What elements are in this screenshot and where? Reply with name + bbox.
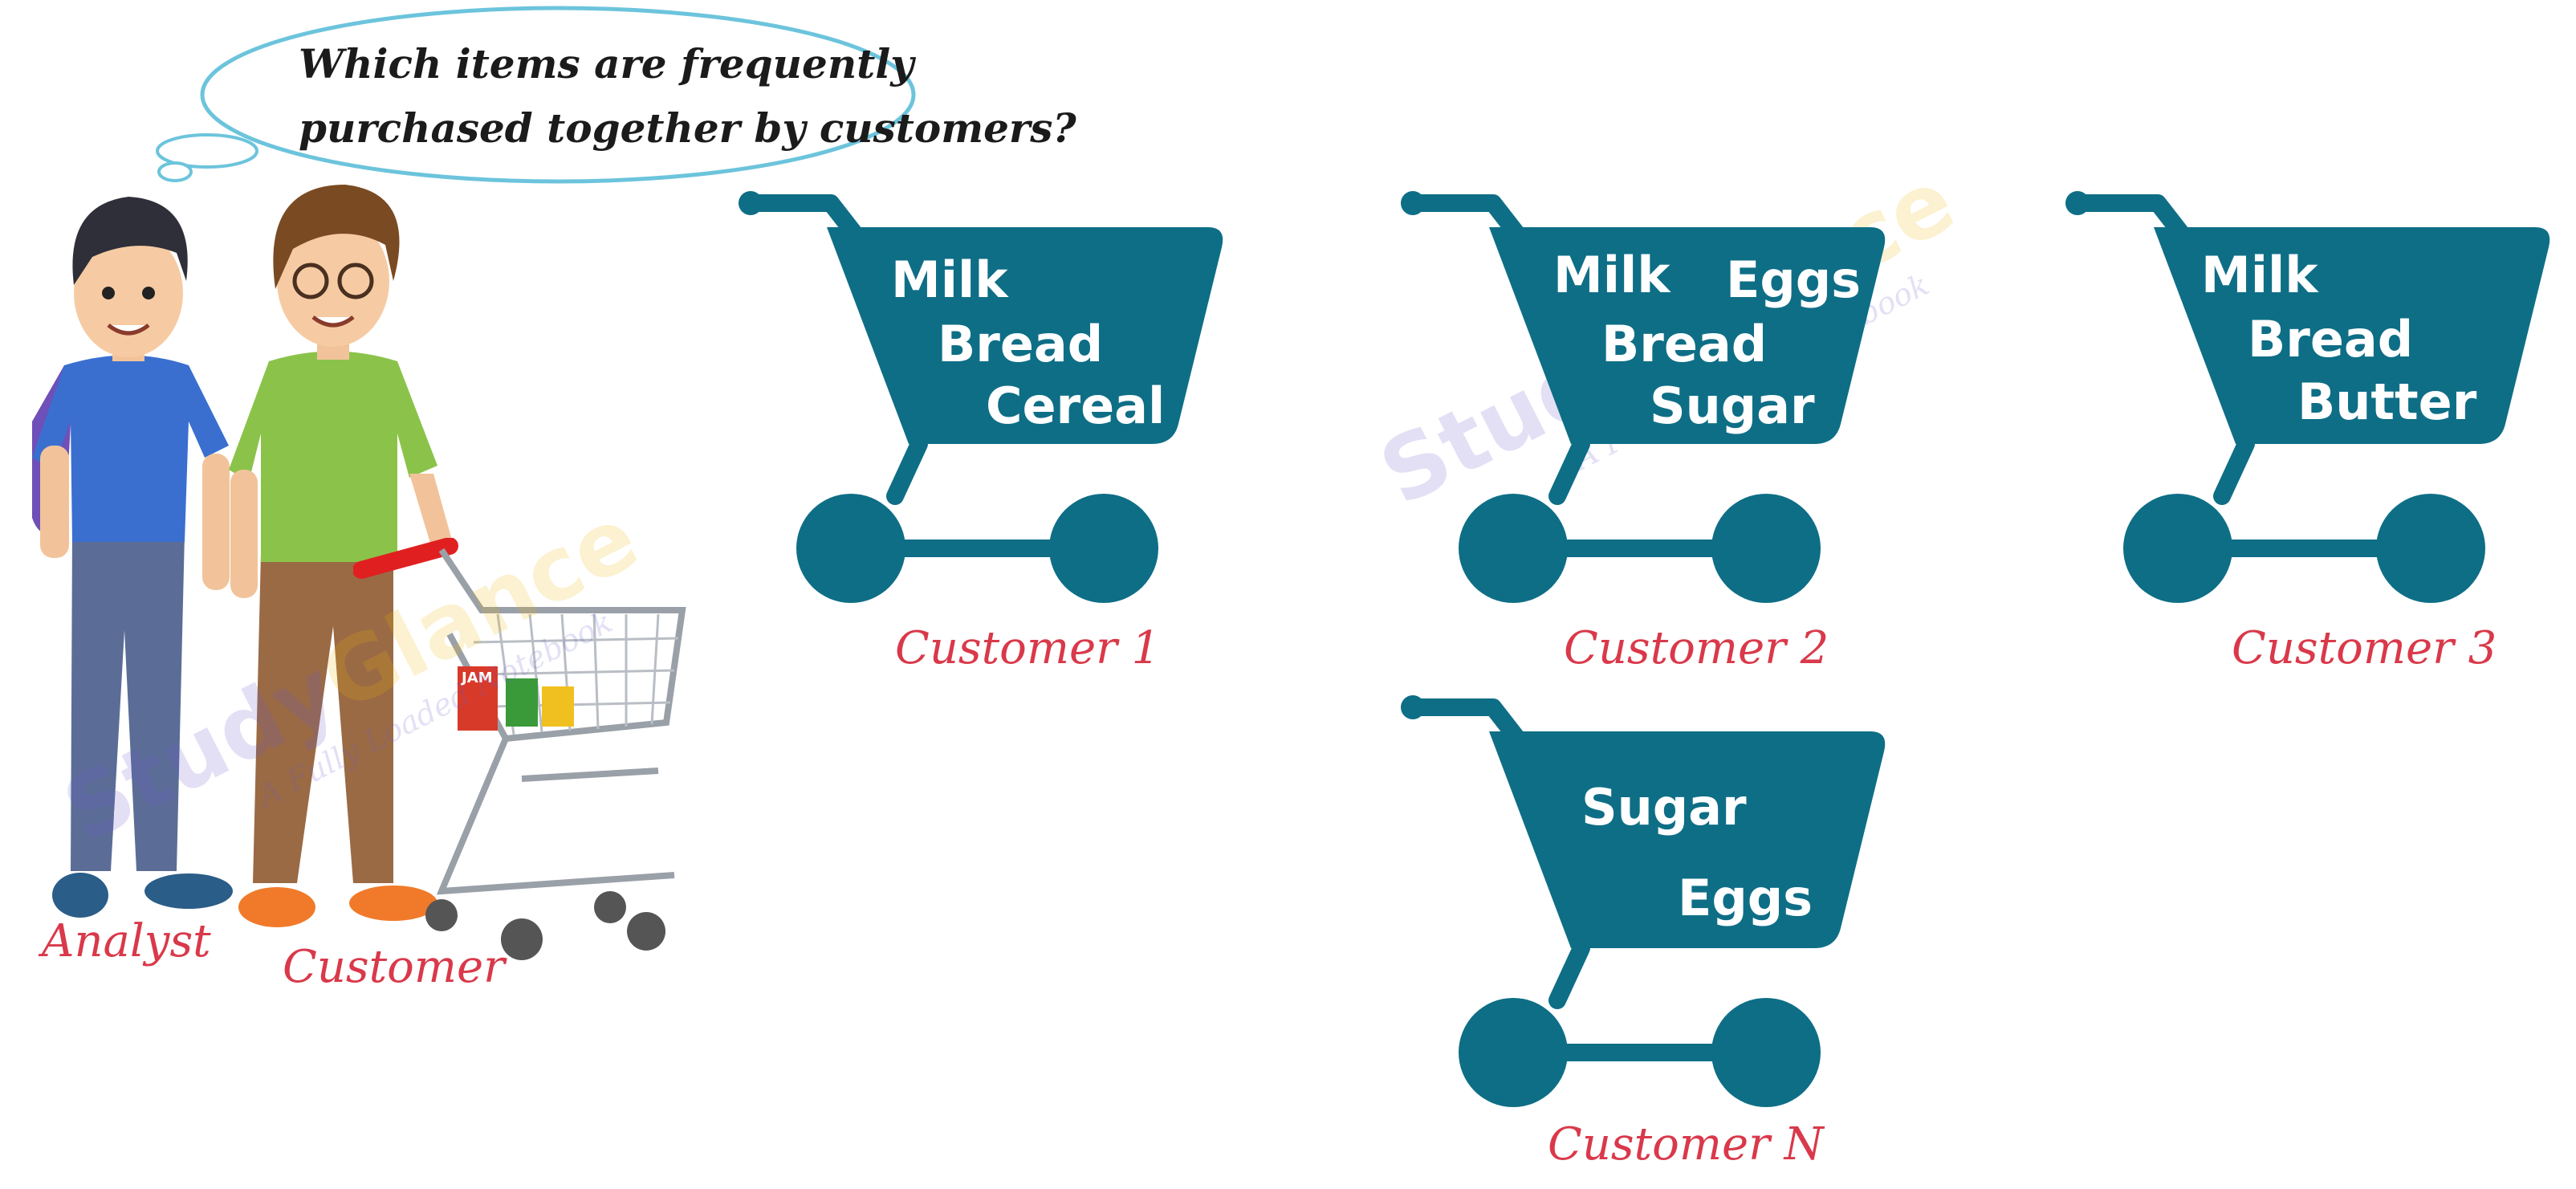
customer-mouth xyxy=(311,315,355,328)
analyst-face xyxy=(74,229,183,357)
cart-1-item-3: Cereal xyxy=(986,377,1166,435)
thought-bubble-main xyxy=(200,6,916,184)
cart-2-caption: Customer 2 xyxy=(1564,622,1829,674)
cart-n-item-2: Eggs xyxy=(1678,869,1813,927)
trolley-wheel-3 xyxy=(594,891,626,923)
customer-arm-left xyxy=(230,470,258,598)
analyst-eye-left xyxy=(102,287,115,299)
cart-1-item-2: Bread xyxy=(938,315,1104,373)
customer-glasses-left xyxy=(292,263,329,299)
grocery-jar-label: JAM xyxy=(460,670,493,686)
customer-hair xyxy=(273,185,400,289)
cart-2-item-1: Milk xyxy=(1553,246,1671,304)
cart-3-item-1: Milk xyxy=(2201,246,2318,304)
trolley-wheel-1 xyxy=(425,899,458,931)
thought-line-1: Which items are frequently xyxy=(299,40,914,88)
customer-legs xyxy=(253,554,393,883)
analyst-arm-left xyxy=(40,446,69,558)
cart-n-item-1: Sugar xyxy=(1581,778,1747,837)
customer-glasses-right xyxy=(337,263,374,299)
analyst-figure xyxy=(32,197,233,918)
grocery-box xyxy=(542,686,574,727)
thought-bubble-dot-large xyxy=(156,133,258,169)
analyst-label: Analyst xyxy=(42,915,211,967)
cart-3-item-3: Butter xyxy=(2297,373,2477,431)
cart-1-caption: Customer 1 xyxy=(895,622,1161,674)
customer-shoe-right xyxy=(349,886,437,921)
cart-customer-n xyxy=(1401,695,1898,1113)
customer-figure xyxy=(229,185,454,927)
customer-shirt xyxy=(229,351,437,562)
thought-bubble-dot-small xyxy=(157,161,193,182)
cart-2-item-2: Eggs xyxy=(1726,250,1862,309)
analyst-hair xyxy=(72,197,188,285)
cart-1-item-1: Milk xyxy=(891,250,1008,309)
grocery-jar xyxy=(458,666,498,731)
analyst-mouth xyxy=(107,323,150,336)
shopping-trolley: JAM xyxy=(353,538,686,960)
thought-bubble xyxy=(156,6,916,184)
trolley-wheel-2 xyxy=(501,918,543,960)
analyst-eye-right xyxy=(142,287,155,299)
analyst-shoe-left xyxy=(52,873,108,918)
trolley-handle xyxy=(353,538,458,579)
grocery-can xyxy=(506,678,538,727)
analyst-shirt xyxy=(32,355,229,542)
trolley-wheel-4 xyxy=(627,912,665,951)
analyst-arm-right xyxy=(202,454,230,590)
customer-shoe-left xyxy=(238,887,315,927)
trolley-base xyxy=(436,737,675,895)
analyst-shoe-right xyxy=(144,873,233,909)
analyst-legs xyxy=(71,534,185,871)
cart-n-caption: Customer N xyxy=(1548,1118,1824,1171)
cart-3-item-2: Bread xyxy=(2248,310,2414,369)
thought-line-2: purchased together by customers? xyxy=(299,104,1076,152)
customer-arm-right xyxy=(409,474,454,554)
customer-label: Customer xyxy=(283,941,505,993)
cart-3-caption: Customer 3 xyxy=(2232,622,2497,674)
cart-2-item-3: Bread xyxy=(1601,315,1768,373)
customer-face xyxy=(277,215,389,347)
cart-2-item-4: Sugar xyxy=(1650,377,1815,435)
